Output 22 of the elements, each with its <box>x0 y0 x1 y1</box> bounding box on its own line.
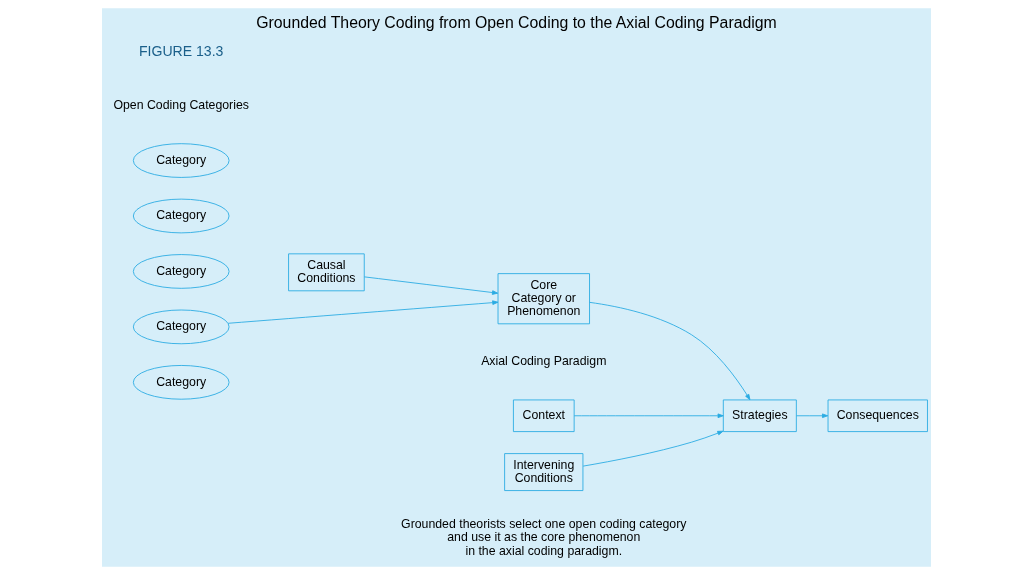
label: Axial Coding Paradigm <box>481 354 607 369</box>
arrow <box>227 300 499 324</box>
caption: Grounded theorists select one open coding category and use it as the core phenomenon in the axial coding paradigm. <box>401 517 687 558</box>
node-box: Context <box>512 399 575 433</box>
arrow <box>589 301 751 401</box>
node-ellipse: Category <box>132 198 230 234</box>
arrow <box>582 430 724 467</box>
node-box: Causal Conditions <box>288 253 365 292</box>
node-ellipse: Category <box>132 254 230 289</box>
node-ellipse: Category <box>132 143 230 178</box>
node-box: Strategies <box>722 399 797 433</box>
diagram-title: Grounded Theory Coding from Open Coding to the Axial Coding Paradigm <box>256 14 777 32</box>
arrow <box>573 413 724 419</box>
node-box: Consequences <box>827 399 928 433</box>
node-ellipse: Category <box>132 309 230 345</box>
label: FIGURE 13.3 <box>138 42 224 59</box>
node-ellipse: Category <box>132 365 230 400</box>
arrow <box>796 413 829 419</box>
node-box: Core Category or Phenomenon <box>497 273 590 325</box>
node-box: Intervening Conditions <box>504 453 584 491</box>
label: Open Coding Categories <box>113 98 249 113</box>
arrow <box>363 276 499 295</box>
